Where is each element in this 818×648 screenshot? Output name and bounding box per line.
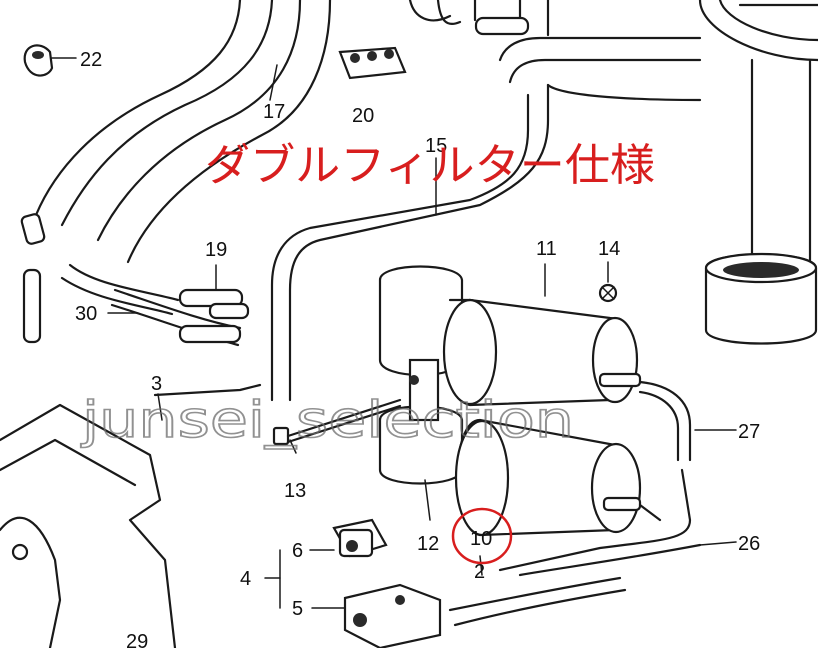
bracket-5 xyxy=(311,583,442,648)
label-12: 12 xyxy=(417,533,439,555)
tank-sender xyxy=(698,0,818,345)
label-30: 30 xyxy=(75,303,97,325)
label-2: 2 xyxy=(474,561,485,583)
label-10: 10 xyxy=(470,528,492,550)
fuel-filter-lower xyxy=(454,418,642,537)
label-13: 13 xyxy=(284,480,306,502)
label-15: 15 xyxy=(425,135,447,157)
label-22: 22 xyxy=(80,49,102,71)
label-20: 20 xyxy=(352,105,374,127)
spec-title: ダブルフィルター仕様 xyxy=(205,140,655,191)
label-29: 29 xyxy=(126,631,148,648)
clip-part-22 xyxy=(23,44,77,77)
highlight-circle-part-10 xyxy=(451,507,513,565)
mounting-plate-3 xyxy=(0,383,262,648)
rubber-mount-6 xyxy=(309,518,388,558)
label-17: 17 xyxy=(263,101,285,123)
label-11: 11 xyxy=(536,238,557,260)
clip-part-20 xyxy=(338,46,407,80)
label-27: 27 xyxy=(738,421,760,443)
leader-lines xyxy=(107,64,737,609)
label-14: 14 xyxy=(598,238,620,260)
label-3: 3 xyxy=(151,373,162,395)
label-6: 6 xyxy=(292,540,303,562)
fuel-line-bundle xyxy=(20,0,550,347)
label-19: 19 xyxy=(205,239,227,261)
label-4: 4 xyxy=(240,568,251,590)
label-5: 5 xyxy=(292,598,303,620)
watermark-text: junsei_selection xyxy=(81,391,574,449)
part-labels: 22 17 20 15 19 30 11 14 3 27 13 12 10 6 … xyxy=(75,49,760,648)
fuel-filter-upper xyxy=(442,298,642,407)
bolt-13 xyxy=(272,398,402,446)
hose-27-26 xyxy=(448,380,702,627)
label-26: 26 xyxy=(738,533,760,555)
fuel-pipe-15 xyxy=(270,36,702,402)
washer-14 xyxy=(598,283,618,303)
